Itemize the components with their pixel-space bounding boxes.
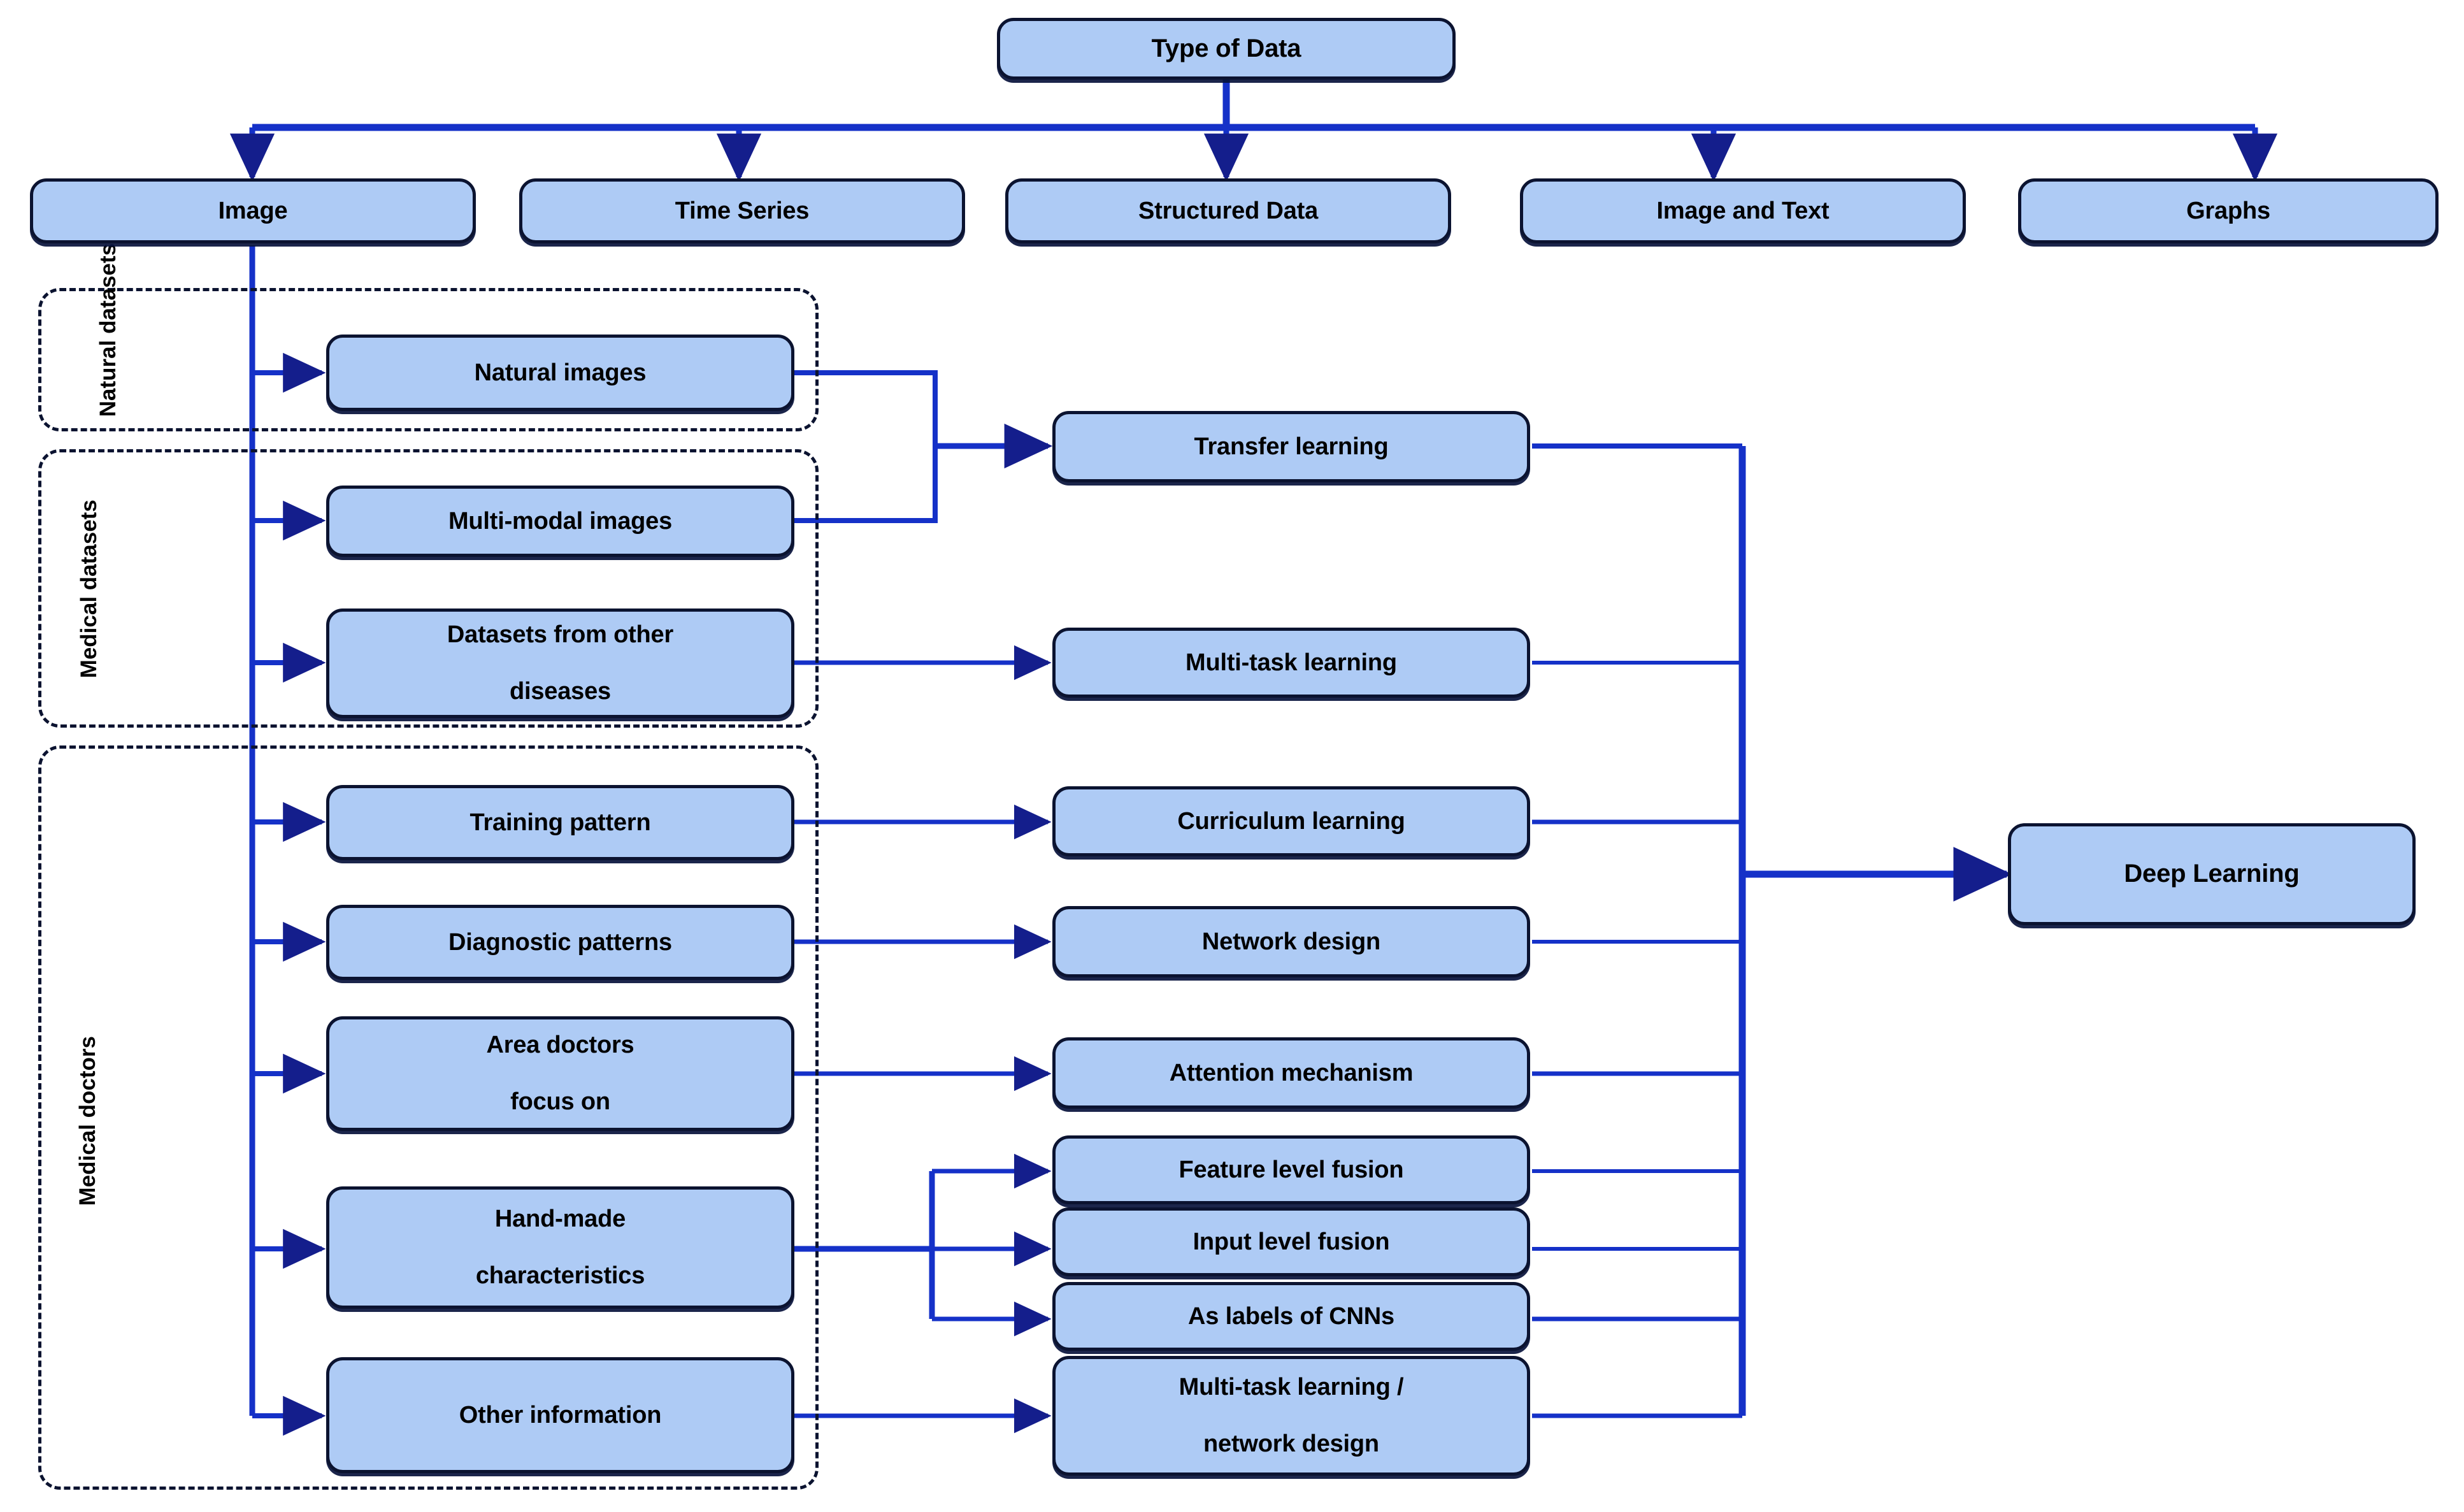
node-image-and-text-label: Image and Text: [1656, 197, 1830, 224]
node-graphs-label: Graphs: [2186, 197, 2270, 224]
node-deep-learning[interactable]: Deep Learning: [2008, 823, 2416, 925]
node-attention-mechanism-label: Attention mechanism: [1169, 1059, 1414, 1086]
node-multi-task-learning[interactable]: Multi-task learning: [1052, 628, 1530, 698]
node-natural-images[interactable]: Natural images: [326, 335, 794, 411]
node-network-design[interactable]: Network design: [1052, 906, 1530, 977]
node-transfer-learning-label: Transfer learning: [1194, 433, 1389, 460]
node-datasets-from-other-diseases-line2: diseases: [510, 678, 611, 705]
group-natural-datasets: [38, 288, 819, 431]
node-deep-learning-label: Deep Learning: [2124, 860, 2300, 888]
node-multi-task-learning-network-design[interactable]: Multi-task learning / network design: [1052, 1356, 1530, 1476]
node-multi-task-learning-network-design-label: Multi-task learning / network design: [1166, 1373, 1417, 1458]
node-training-pattern-label: Training pattern: [469, 809, 651, 836]
node-image-and-text[interactable]: Image and Text: [1520, 178, 1966, 243]
node-area-doctors-focus-on-label: Area doctors focus on: [473, 1031, 647, 1116]
node-input-level-fusion[interactable]: Input level fusion: [1052, 1207, 1530, 1276]
node-structured-data[interactable]: Structured Data: [1005, 178, 1451, 243]
node-diagnostic-patterns[interactable]: Diagnostic patterns: [326, 905, 794, 980]
node-time-series[interactable]: Time Series: [519, 178, 965, 243]
group-label-medical-doctors: Medical doctors: [75, 1036, 100, 1206]
node-datasets-from-other-diseases-line1: Datasets from other: [447, 621, 674, 648]
node-datasets-from-other-diseases-label: Datasets from other diseases: [434, 621, 686, 706]
node-image[interactable]: Image: [30, 178, 476, 243]
node-multi-modal-images[interactable]: Multi-modal images: [326, 486, 794, 557]
node-area-doctors-focus-on-line2: focus on: [510, 1088, 610, 1116]
group-label-natural-datasets-line1: Natural: [95, 340, 120, 417]
group-label-medical-datasets: Medical datasets: [76, 500, 101, 679]
node-multi-task-learning-label: Multi-task learning: [1185, 649, 1397, 676]
node-area-doctors-focus-on-line1: Area doctors: [486, 1031, 634, 1058]
group-label-natural-datasets: Natural datasets: [95, 243, 121, 417]
group-medical-datasets: [38, 449, 819, 728]
node-multi-modal-images-label: Multi-modal images: [448, 507, 673, 535]
node-multi-task-learning-network-design-line2: network design: [1203, 1430, 1379, 1458]
node-hand-made-characteristics[interactable]: Hand-made characteristics: [326, 1186, 794, 1309]
node-attention-mechanism[interactable]: Attention mechanism: [1052, 1037, 1530, 1109]
node-time-series-label: Time Series: [675, 197, 810, 224]
node-hand-made-characteristics-line2: characteristics: [475, 1262, 645, 1290]
node-other-information-label: Other information: [459, 1401, 662, 1429]
node-structured-data-label: Structured Data: [1138, 197, 1319, 224]
node-diagnostic-patterns-label: Diagnostic patterns: [448, 928, 672, 956]
node-type-of-data-label: Type of Data: [1151, 34, 1301, 62]
node-datasets-from-other-diseases[interactable]: Datasets from other diseases: [326, 608, 794, 718]
node-network-design-label: Network design: [1201, 928, 1381, 955]
node-input-level-fusion-label: Input level fusion: [1193, 1228, 1390, 1255]
node-feature-level-fusion[interactable]: Feature level fusion: [1052, 1135, 1530, 1204]
node-graphs[interactable]: Graphs: [2018, 178, 2439, 243]
node-transfer-learning[interactable]: Transfer learning: [1052, 411, 1530, 482]
node-type-of-data[interactable]: Type of Data: [997, 18, 1456, 80]
node-image-label: Image: [218, 197, 288, 224]
node-natural-images-label: Natural images: [474, 359, 647, 386]
node-curriculum-learning-label: Curriculum learning: [1177, 807, 1405, 835]
node-training-pattern[interactable]: Training pattern: [326, 785, 794, 860]
node-other-information[interactable]: Other information: [326, 1357, 794, 1473]
node-feature-level-fusion-label: Feature level fusion: [1178, 1156, 1404, 1183]
node-as-labels-of-cnns-label: As labels of CNNs: [1188, 1302, 1394, 1330]
group-medical-doctors: [38, 745, 819, 1490]
node-curriculum-learning[interactable]: Curriculum learning: [1052, 786, 1530, 856]
node-multi-task-learning-network-design-line1: Multi-task learning /: [1178, 1373, 1404, 1400]
node-area-doctors-focus-on[interactable]: Area doctors focus on: [326, 1016, 794, 1131]
group-label-natural-datasets-line2: datasets: [95, 243, 120, 334]
node-hand-made-characteristics-label: Hand-made characteristics: [463, 1205, 657, 1290]
node-hand-made-characteristics-line1: Hand-made: [494, 1205, 626, 1232]
node-as-labels-of-cnns[interactable]: As labels of CNNs: [1052, 1282, 1530, 1351]
